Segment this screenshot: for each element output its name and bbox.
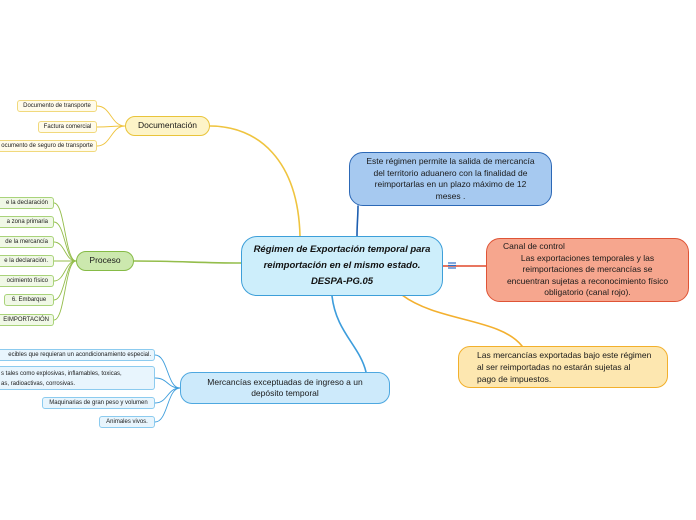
connector-proceso-child [53,260,77,321]
subtopic-label: Animales vivos. [106,419,148,425]
connector-proceso [133,260,242,264]
central-topic-line: DESPA-PG.05 [310,276,374,287]
topic-text-line: meses . [435,190,466,201]
subtopic-label: a zona primaria [6,219,48,225]
topic-text-line: depósito temporal [251,388,319,398]
subtopic-label: EIMPORTACIÓN [3,317,49,323]
central-topic-line: Régimen de Exportación temporal para [253,244,431,255]
subtopic-proceso[interactable]: 6. Embarque [4,294,54,306]
connector-proceso-child [53,202,77,262]
connector-documentacion [209,125,301,237]
subtopic-proceso[interactable]: de la mercancía [0,236,54,248]
connector-mercancias-child [154,387,181,423]
subtopic-label: ocimiento físico [6,278,48,284]
connector-doc-child [96,105,126,127]
topic-text-line: obligatorio (canal rojo). [544,287,631,298]
subtopic-mercancias[interactable]: Animales vivos. [99,416,155,428]
subtopic-label: Documento de transporte [23,103,91,109]
connector-proceso-child [53,260,77,282]
connector-mercancias [331,295,367,373]
subtopic-label: Maquinarias de gran peso y volumen [49,400,148,406]
connector-definicion [356,205,359,237]
subtopic-documentacion[interactable]: Factura comercial [38,121,97,133]
connector-mercancias-child [154,377,181,389]
topic-mercancias-exceptuadas[interactable]: Mercancías exceptuadas de ingreso a un d… [180,372,390,404]
subtopic-proceso[interactable]: e la declaración. [0,255,54,267]
topic-documentacion[interactable]: Documentación [125,116,210,136]
topic-canal-de-control[interactable]: Canal de control Las exportaciones tempo… [486,238,689,302]
central-topic[interactable]: Régimen de Exportación temporal para rei… [241,236,443,296]
connector-impuestos [401,294,523,347]
topic-text-line: Este régimen permite la salida de mercan… [366,156,535,166]
subtopic-label: as, radioactivas, corrosivas. [1,380,76,387]
topic-title: Canal de control [503,241,565,252]
connector-proceso-child [53,241,77,262]
connector-doc-child [96,125,126,147]
topic-text-line: al ser reimportadas no estarán sujetas a… [477,362,631,372]
notes-icon-graphic [448,262,456,269]
connector-mercancias-child [154,354,181,389]
subtopic-proceso[interactable]: a zona primaria [0,216,54,228]
subtopic-label: Factura comercial [43,124,92,130]
central-topic-line: reimportación en el mismo estado. [263,260,421,271]
subtopic-mercancias[interactable]: Maquinarias de gran peso y volumen [42,397,155,409]
topic-text-line: Las exportaciones temporales y las [520,252,655,263]
topic-text-line: Las mercancías exportadas bajo este régi… [477,350,652,360]
subtopic-label: ecibles que requieran un acondicionamien… [8,352,151,358]
topic-text-line: reimportarlas en un plazo máximo de 12 [374,179,527,189]
topic-text-line: del territorio aduanero con la finalidad… [373,167,528,178]
subtopic-label: e la declaración. [4,258,48,264]
subtopic-label: s tales como explosivas, inflamables, to… [1,370,122,377]
subtopic-mercancias[interactable]: ecibles que requieran un acondicionamien… [0,349,155,361]
topic-text-line: encuentran sujetas a reconocimiento físi… [506,275,669,286]
subtopic-proceso[interactable]: EIMPORTACIÓN [0,314,54,326]
subtopic-label: e la declaración [5,200,48,206]
subtopic-documentacion[interactable]: ocumento de seguro de transporte [0,140,97,152]
subtopic-label: ocumento de seguro de transporte [1,143,93,149]
subtopic-label: de la mercancía [5,239,48,245]
subtopic-proceso[interactable]: e la declaración [0,197,54,209]
connector-mercancias-child [154,387,181,404]
topic-proceso[interactable]: Proceso [76,251,134,271]
subtopic-proceso[interactable]: ocimiento físico [0,275,54,287]
notes-icon[interactable] [448,262,456,269]
topic-text-line: reimportaciones de mercancías se [522,264,653,275]
subtopic-label: 6. Embarque [11,297,47,303]
subtopic-mercancias[interactable]: s tales como explosivas, inflamables, to… [0,366,155,390]
topic-label: Documentación [137,120,198,131]
topic-text-line: Mercancías exceptuadas de ingreso a un [207,376,363,387]
connector-proceso-child [53,221,77,262]
subtopic-documentacion[interactable]: Documento de transporte [17,100,97,112]
topic-label: Proceso [89,255,121,266]
topic-text-line: pago de impuestos. [477,374,552,384]
topic-impuestos[interactable]: Las mercancías exportadas bajo este régi… [458,346,668,388]
topic-definicion[interactable]: Este régimen permite la salida de mercan… [349,152,552,206]
